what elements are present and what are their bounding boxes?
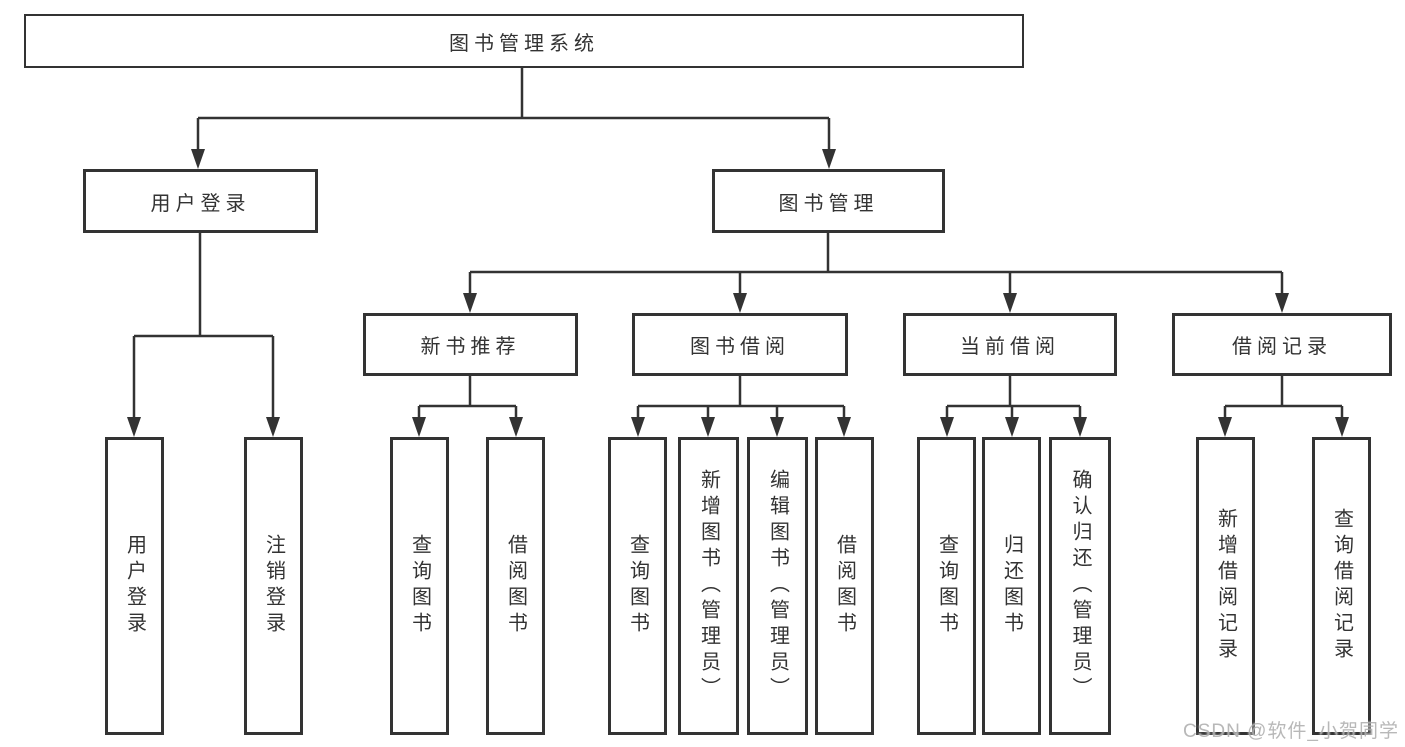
leaf-box-query-book-2: 查询图书 — [608, 437, 667, 735]
leaf-label: 新增图书（管理员） — [697, 469, 720, 703]
leaf-box-return-book: 归还图书 — [982, 437, 1041, 735]
leaf-box-user-login: 用户登录 — [105, 437, 164, 735]
csdn-watermark: CSDN @软件_小贺同学 — [1183, 721, 1399, 742]
leaf-box-query-book-3: 查询图书 — [917, 437, 976, 735]
group-box-book-borrow: 图书借阅 — [632, 313, 848, 376]
leaf-box-borrow-book-1: 借阅图书 — [486, 437, 545, 735]
connector-book-borrow-to-leaves — [631, 376, 851, 437]
leaf-label: 查询图书 — [626, 534, 649, 638]
group-box-borrow-records: 借阅记录 — [1172, 313, 1392, 376]
leaf-box-logout: 注销登录 — [244, 437, 303, 735]
connector-root-to-branches — [191, 68, 836, 169]
leaf-label: 借阅图书 — [504, 534, 527, 638]
connector-book-mgmt-to-groups — [463, 233, 1289, 313]
leaf-label: 编辑图书（管理员） — [766, 469, 789, 703]
connector-user-login-to-leaves — [127, 233, 280, 437]
leaf-label: 用户登录 — [123, 534, 146, 638]
leaf-label: 借阅图书 — [833, 534, 856, 638]
leaf-box-query-book-1: 查询图书 — [390, 437, 449, 735]
leaf-label: 查询图书 — [408, 534, 431, 638]
leaf-box-edit-book-admin: 编辑图书（管理员） — [747, 437, 808, 735]
root-box-library-system: 图书管理系统 — [24, 14, 1024, 68]
leaf-box-add-borrow-record: 新增借阅记录 — [1196, 437, 1255, 735]
leaf-label: 注销登录 — [262, 534, 285, 638]
leaf-box-add-book-admin: 新增图书（管理员） — [678, 437, 739, 735]
connector-borrow-records-to-leaves — [1218, 376, 1349, 437]
leaf-label: 确认归还（管理员） — [1069, 469, 1091, 703]
leaf-label: 查询图书 — [935, 534, 958, 638]
leaf-label: 归还图书 — [1000, 534, 1023, 638]
group-box-new-book-recommend: 新书推荐 — [363, 313, 578, 376]
connector-current-borrow-to-leaves — [940, 376, 1087, 437]
leaf-box-borrow-book-2: 借阅图书 — [815, 437, 874, 735]
connector-new-book-recommend-to-leaves — [412, 376, 523, 437]
leaf-label: 查询借阅记录 — [1330, 508, 1353, 664]
branch-box-user-login: 用户登录 — [83, 169, 318, 233]
branch-box-book-mgmt: 图书管理 — [712, 169, 945, 233]
leaf-label: 新增借阅记录 — [1214, 508, 1237, 664]
leaf-box-query-borrow-record: 查询借阅记录 — [1312, 437, 1371, 735]
leaf-box-confirm-return-admin: 确认归还（管理员） — [1049, 437, 1111, 735]
group-box-current-borrow: 当前借阅 — [903, 313, 1117, 376]
